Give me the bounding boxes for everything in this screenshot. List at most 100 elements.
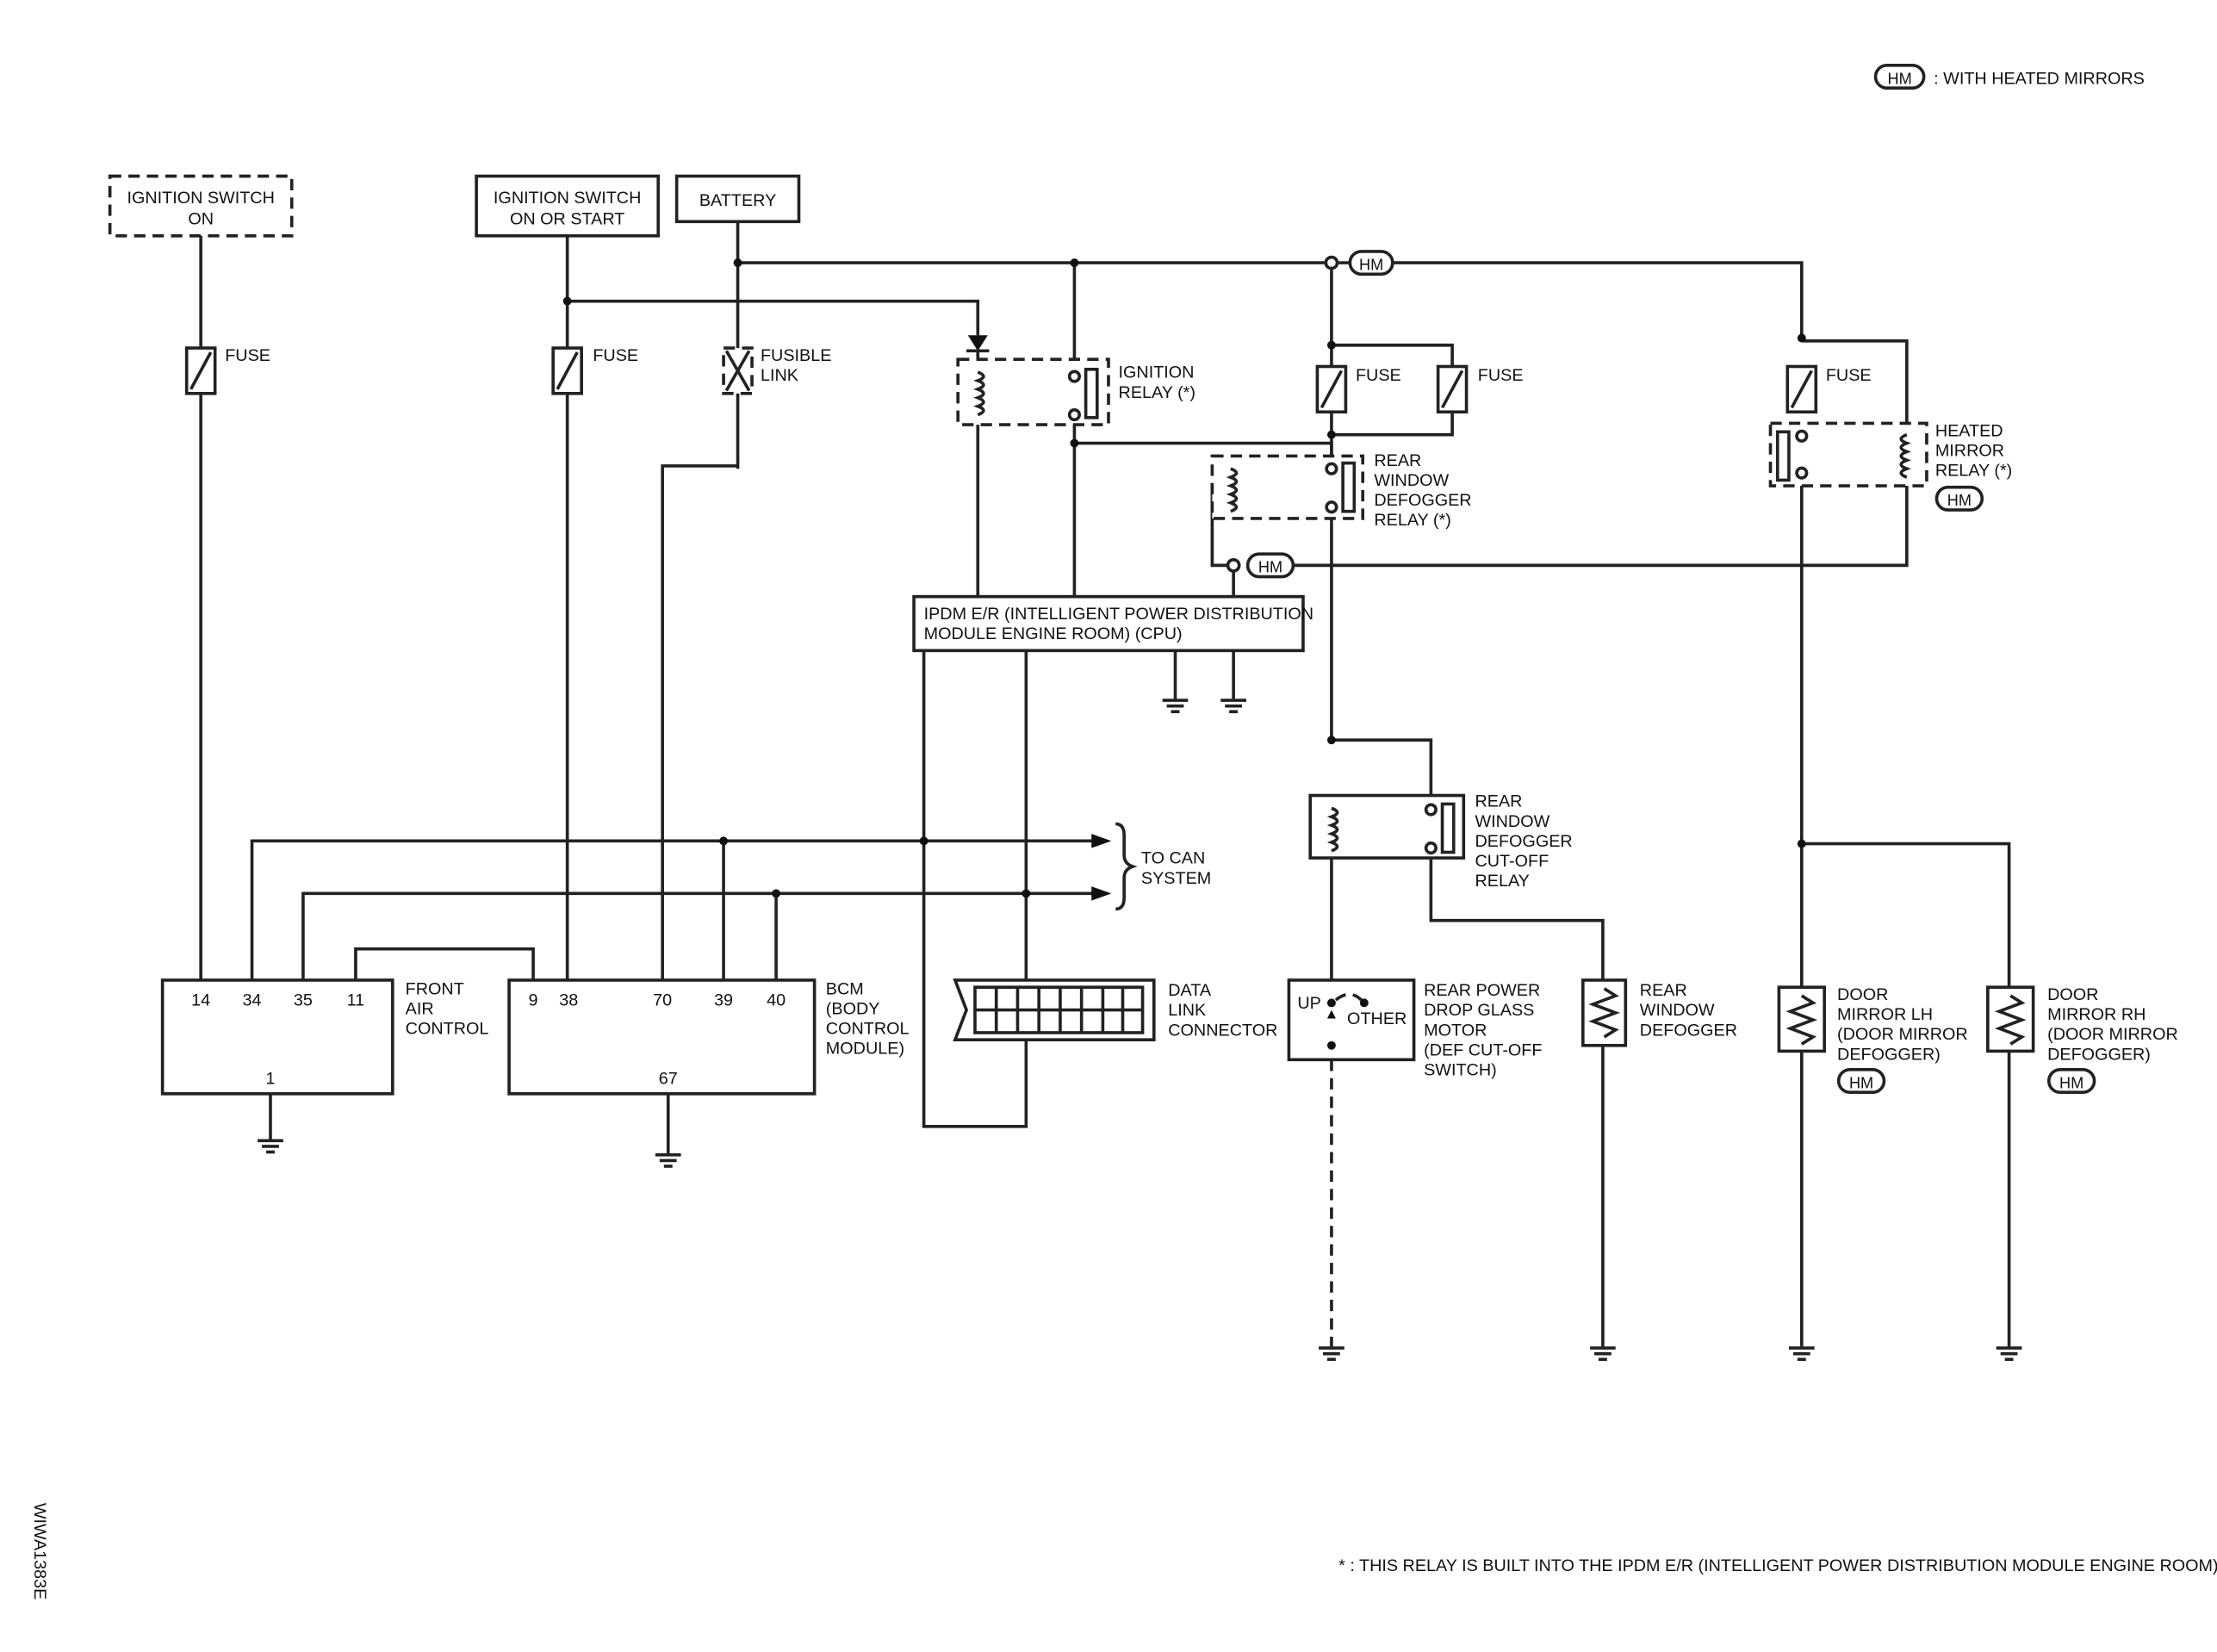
heater-resistor-icon xyxy=(1785,994,1818,1046)
svg-text:MIRROR LH: MIRROR LH xyxy=(1837,1005,1933,1024)
ground-mirror-rh xyxy=(1996,1346,2022,1362)
svg-text:35: 35 xyxy=(294,991,313,1010)
svg-text:HM: HM xyxy=(1849,1074,1873,1091)
figure-code: WIWA1383E xyxy=(30,1503,49,1599)
ground-motor xyxy=(1319,1346,1344,1362)
svg-text:(DOOR MIRROR: (DOOR MIRROR xyxy=(2047,1025,2178,1044)
svg-text:CONTROL: CONTROL xyxy=(406,1020,489,1039)
hm-badge-bus: HM xyxy=(1348,250,1394,276)
ignition-switch-on-start-box: IGNITION SWITCH ON OR START xyxy=(475,174,661,238)
door-mirror-rh: DOOR MIRROR RH (DOOR MIRROR DEFOGGER) xyxy=(1986,985,2178,1064)
hm-badge-heated-relay: HM xyxy=(1934,485,1984,512)
svg-text:DEFOGGER: DEFOGGER xyxy=(1640,1021,1737,1040)
ignition-switch-on-box: IGNITION SWITCH ON xyxy=(108,174,294,238)
svg-text:14: 14 xyxy=(191,991,210,1010)
svg-text:70: 70 xyxy=(653,991,672,1010)
svg-text:RELAY: RELAY xyxy=(1475,872,1529,891)
svg-text:DEFOGGER): DEFOGGER) xyxy=(1837,1045,1941,1064)
svg-text:FUSIBLE: FUSIBLE xyxy=(761,346,831,365)
svg-text:40: 40 xyxy=(767,991,786,1010)
svg-text:MIRROR: MIRROR xyxy=(1935,441,2004,460)
svg-text:FUSE: FUSE xyxy=(1356,366,1401,385)
svg-text:RELAY (*): RELAY (*) xyxy=(1935,461,2012,480)
svg-text:IGNITION: IGNITION xyxy=(1119,363,1195,382)
fuse-defogger-a: FUSE xyxy=(1315,364,1401,414)
fuse-ign-start: FUSE xyxy=(551,346,638,395)
svg-text:CONTROL: CONTROL xyxy=(826,1020,910,1039)
svg-text:FRONT: FRONT xyxy=(406,979,464,998)
svg-text:38: 38 xyxy=(559,991,578,1010)
fuse-ign-on: FUSE xyxy=(184,346,270,395)
svg-text:(BODY: (BODY xyxy=(826,1000,880,1019)
front-air-control: 14 34 35 11 1 FRONT AIR CONTROL xyxy=(160,978,489,1096)
svg-text:FUSE: FUSE xyxy=(1478,366,1524,385)
hm-badge-mirror-lh: HM xyxy=(1836,1068,1886,1095)
svg-text:DOOR: DOOR xyxy=(1837,985,1888,1004)
svg-text:HM: HM xyxy=(2059,1074,2083,1091)
relay-coil-icon xyxy=(973,370,985,417)
diode-icon xyxy=(967,335,988,351)
switch-icon xyxy=(1334,992,1363,1002)
wires xyxy=(199,221,2011,1347)
svg-text:9: 9 xyxy=(529,991,538,1010)
svg-text:HM: HM xyxy=(1258,559,1282,576)
hm-badge-text: HM xyxy=(1887,70,1911,87)
svg-text:(DOOR MIRROR: (DOOR MIRROR xyxy=(1837,1025,1968,1044)
svg-text:DROP GLASS: DROP GLASS xyxy=(1424,1001,1534,1020)
svg-text:HM: HM xyxy=(1359,256,1383,273)
svg-text:LINK: LINK xyxy=(1168,1001,1206,1020)
fuse-defogger-b: FUSE xyxy=(1436,364,1524,414)
svg-text:IPDM E/R (INTELLIGENT POWER DI: IPDM E/R (INTELLIGENT POWER DISTRIBUTION xyxy=(924,605,1313,624)
svg-text:SYSTEM: SYSTEM xyxy=(1141,869,1211,888)
ignition-relay: IGNITION RELAY (*) xyxy=(956,335,1195,426)
svg-text:RELAY (*): RELAY (*) xyxy=(1119,383,1195,402)
svg-text:WINDOW: WINDOW xyxy=(1640,1001,1715,1020)
can-system: TO CAN SYSTEM xyxy=(1091,822,1211,911)
heated-mirror-relay: HEATED MIRROR RELAY (*) xyxy=(1768,421,2012,488)
svg-text:DEFOGGER: DEFOGGER xyxy=(1475,832,1572,851)
svg-text:WINDOW: WINDOW xyxy=(1475,812,1549,831)
svg-text:MIRROR RH: MIRROR RH xyxy=(2047,1005,2146,1024)
svg-text:IGNITION SWITCH: IGNITION SWITCH xyxy=(127,189,274,208)
hm-legend-text: : WITH HEATED MIRRORS xyxy=(1934,69,2145,88)
svg-text:REAR: REAR xyxy=(1374,451,1421,470)
svg-text:HM: HM xyxy=(1947,492,1972,509)
svg-text:11: 11 xyxy=(347,991,365,1010)
ground-mirror-lh xyxy=(1788,1346,1815,1362)
svg-text:FUSE: FUSE xyxy=(1826,366,1872,385)
ground-ipdm-2 xyxy=(1220,699,1246,714)
svg-text:ON OR START: ON OR START xyxy=(510,210,624,229)
svg-text:39: 39 xyxy=(714,991,733,1010)
svg-text:CUT-OFF: CUT-OFF xyxy=(1475,852,1549,871)
hm-badge-mirror-rh: HM xyxy=(2046,1068,2096,1095)
door-mirror-lh: DOOR MIRROR LH (DOOR MIRROR DEFOGGER) xyxy=(1777,985,1968,1064)
svg-text:REAR: REAR xyxy=(1475,792,1522,811)
legend-hm: HM : WITH HEATED MIRRORS xyxy=(1873,64,2145,90)
svg-text:FUSE: FUSE xyxy=(225,346,270,365)
rear-power-drop-glass-motor: UP OTHER REAR POWER DROP GLASS MOTOR (DE… xyxy=(1287,978,1542,1079)
svg-text:UP: UP xyxy=(1297,994,1320,1013)
bcm-module: 9 38 70 39 40 67 BCM (BODY CONTROL MODUL… xyxy=(507,978,910,1096)
battery-box: BATTERY xyxy=(674,174,801,224)
svg-text:WINDOW: WINDOW xyxy=(1374,471,1449,490)
rear-window-defogger-cutoff-relay: REAR WINDOW DEFOGGER CUT-OFF RELAY xyxy=(1308,792,1573,891)
heater-resistor-icon xyxy=(1994,994,2027,1046)
svg-text:RELAY (*): RELAY (*) xyxy=(1374,511,1450,530)
fusible-link: FUSIBLE LINK xyxy=(722,346,831,395)
hm-badge-ipdm: HM xyxy=(1245,552,1295,579)
svg-text:HEATED: HEATED xyxy=(1935,421,2003,440)
svg-text:67: 67 xyxy=(659,1069,678,1088)
fuse-heated-mirror: FUSE xyxy=(1785,364,1872,414)
heater-resistor-icon xyxy=(1588,987,1620,1039)
svg-text:DEFOGGER: DEFOGGER xyxy=(1374,491,1471,510)
svg-text:BATTERY: BATTERY xyxy=(699,191,776,210)
ground-front-air xyxy=(258,1139,283,1154)
svg-text:BCM: BCM xyxy=(826,979,864,998)
svg-text:LINK: LINK xyxy=(761,366,798,385)
svg-text:ON: ON xyxy=(188,210,214,229)
svg-text:MODULE ENGINE ROOM) (CPU): MODULE ENGINE ROOM) (CPU) xyxy=(924,624,1183,643)
svg-text:REAR POWER: REAR POWER xyxy=(1424,981,1540,1000)
hm-badge xyxy=(1873,64,1926,90)
svg-text:SWITCH): SWITCH) xyxy=(1424,1060,1497,1079)
svg-text:REAR: REAR xyxy=(1640,981,1687,1000)
